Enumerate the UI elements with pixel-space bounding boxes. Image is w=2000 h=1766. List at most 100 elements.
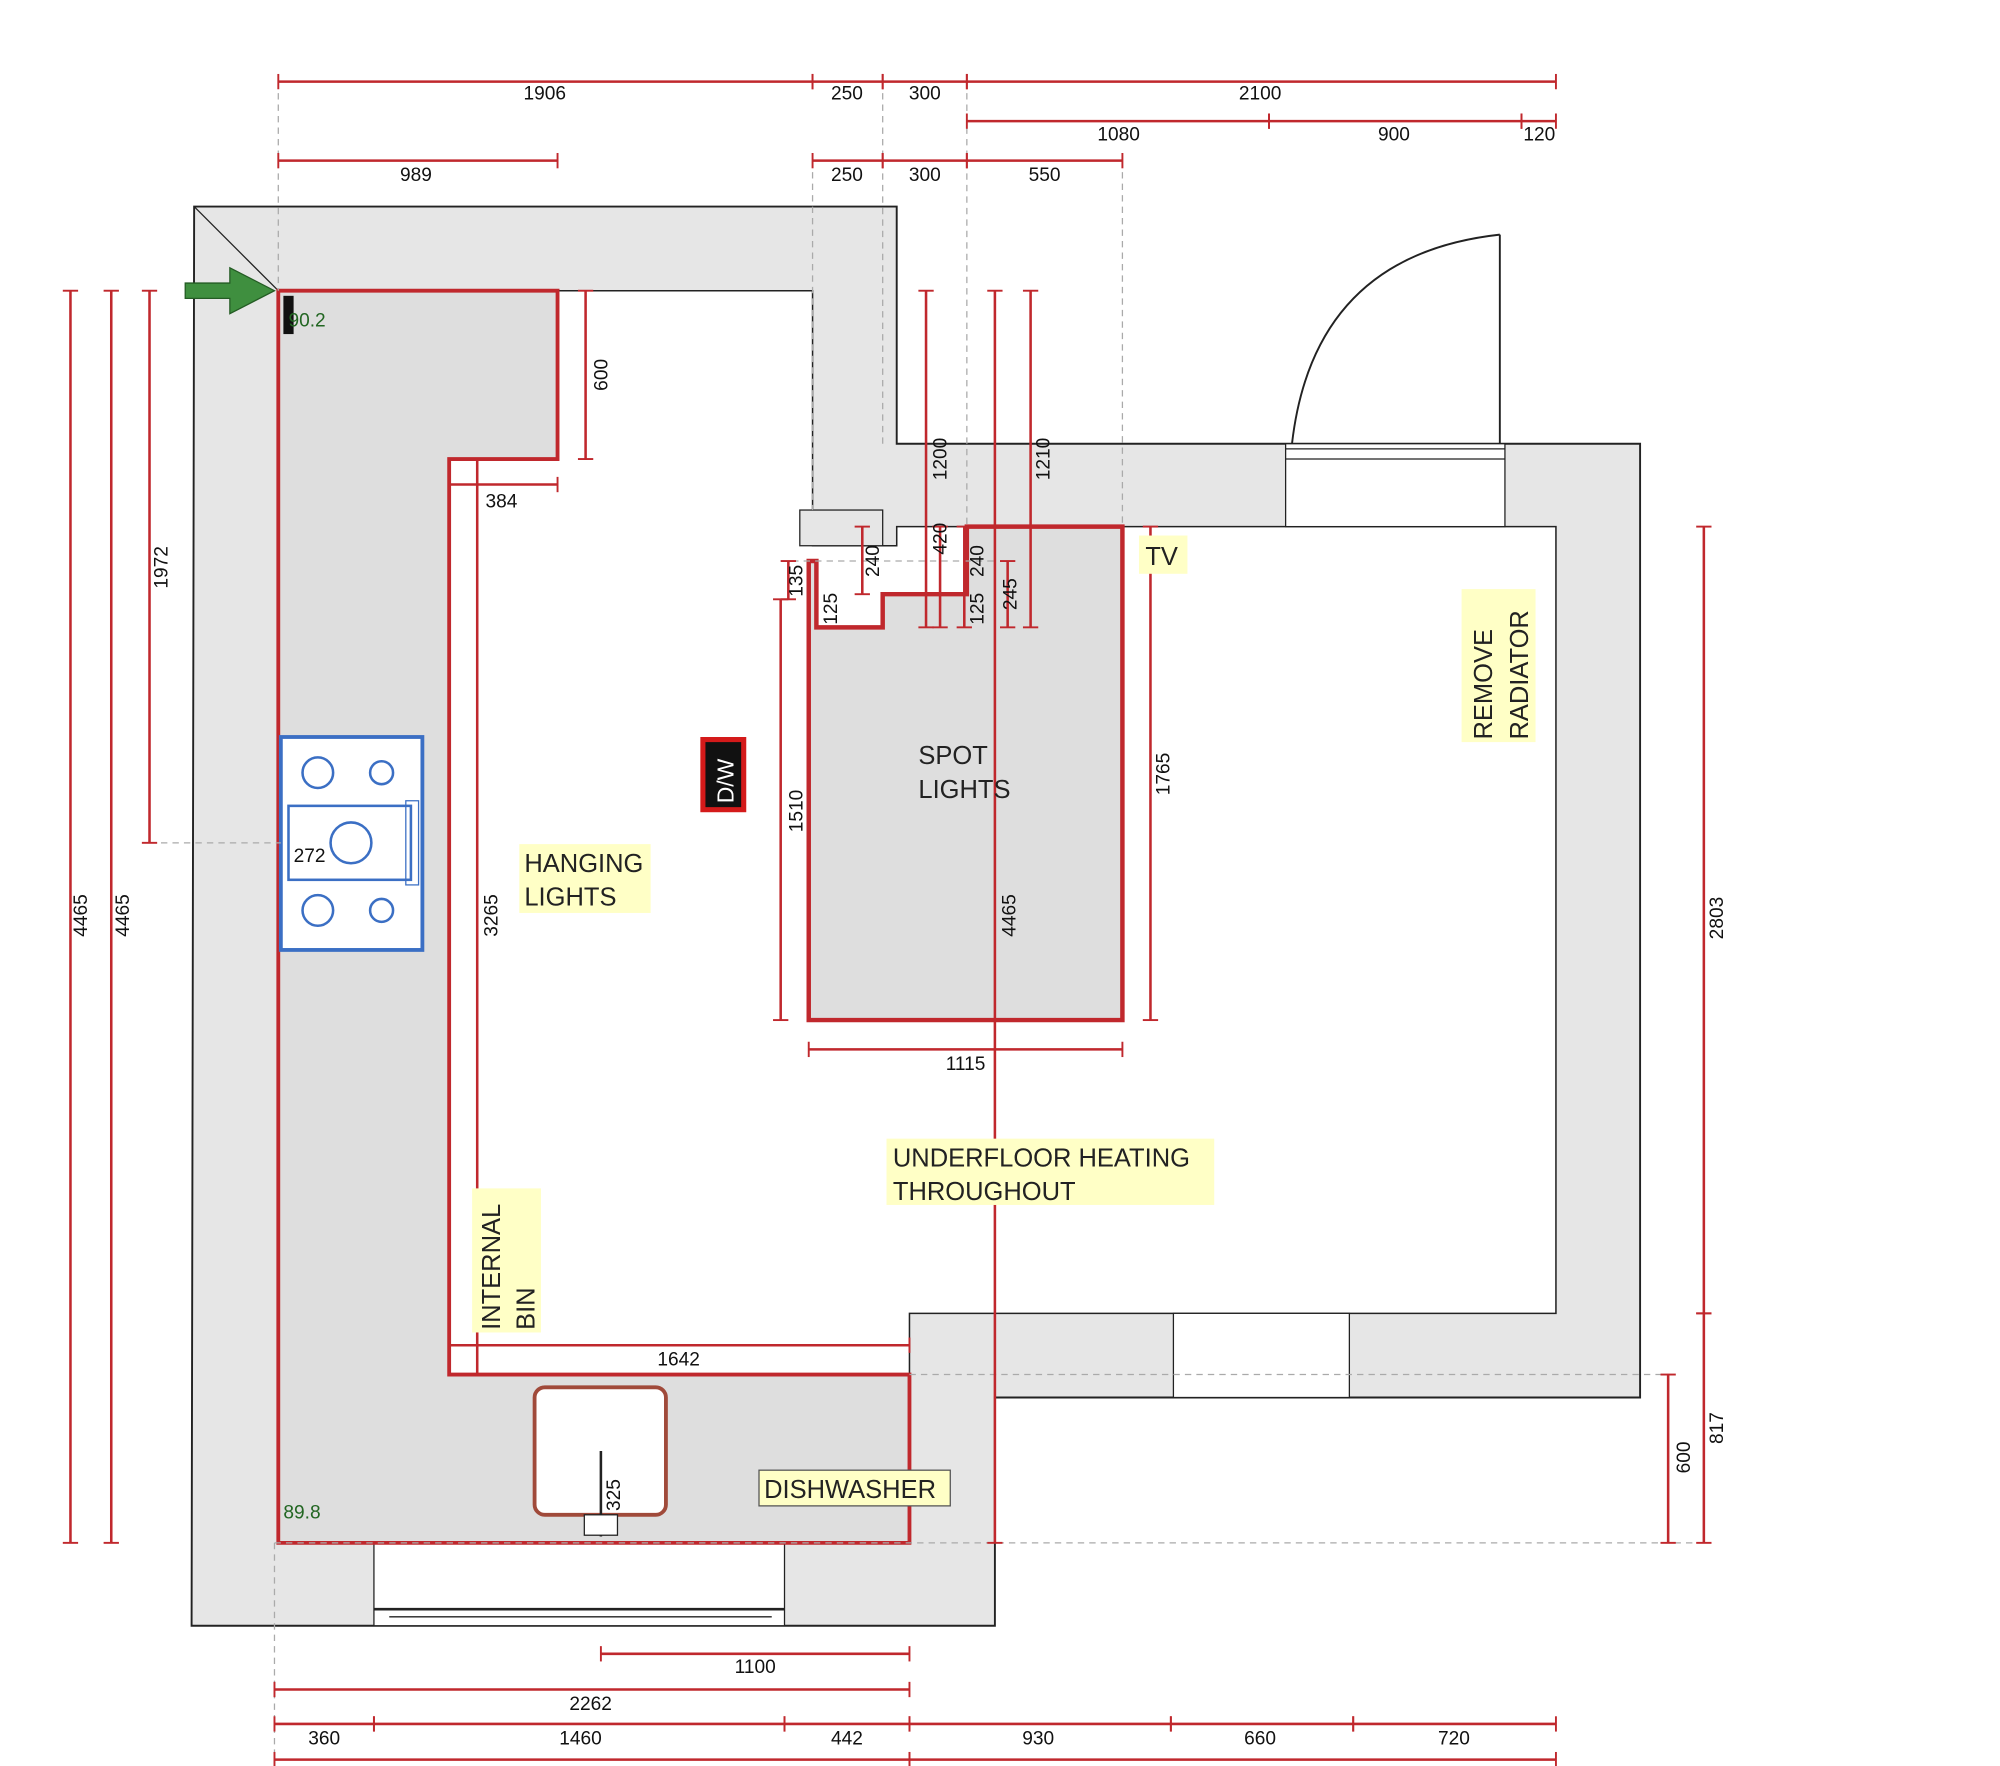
dimension [273,1751,911,1766]
underfloor-heating-line1: UNDERFLOOR HEATING [893,1145,1190,1173]
dimension [908,1751,1557,1766]
dimension-label: 1906 [524,83,567,104]
dimension-label: 240 [967,545,988,577]
dimension-label: 360 [308,1728,340,1749]
dimension-d_1115: 1115 [807,1041,1124,1075]
dimension-d_384: 384 [448,476,559,512]
right-opening [1172,1312,1351,1399]
dimension-top_900: 900 [1268,113,1523,145]
dw-label: D/W [713,758,739,803]
island-125-dim: 125 [821,593,842,625]
dimension-l_4465a: 4465 [62,289,92,1544]
island-135-dim: 135 [786,565,807,597]
underfloor-heating-note: UNDERFLOOR HEATING THROUGHOUT [886,1138,1215,1206]
island-125-dim: 125 [967,593,988,625]
dimension-label: 1510 [786,790,807,833]
dimension-label: 1080 [1097,124,1140,145]
hob-offset-dim: 272 [294,846,326,867]
dimension-b_930: 930 [908,1716,1172,1749]
sink-offset-dim: 325 [604,1479,625,1511]
dishwasher-marker: D/W [700,737,747,813]
dimension [932,525,948,629]
dimension-d_1210: 1210 [1022,289,1055,629]
dishwasher-label: DISHWASHER [764,1476,936,1504]
dimension-label: 1100 [735,1657,776,1678]
dimension-label: 930 [1022,1728,1054,1749]
internal-bin-note: INTERNAL BIN [472,1188,541,1333]
dimension-d_1765: 1765 [1142,525,1175,1022]
dimension-top_989: 989 [277,153,559,186]
dimension-label: 250 [831,83,863,104]
dimension-l_4465b: 4465 [103,289,134,1544]
dimension-label: 4465 [999,894,1020,937]
north-arrow-icon [184,266,276,315]
spot-lights-line2: LIGHTS [918,776,1010,804]
angle-top-left: 90.2 [288,310,325,331]
dimension-label: 3265 [482,894,503,937]
dimension-top2_550: 550 [965,153,1124,186]
dimension-l_1972: 1972 [141,289,172,844]
hanging-lights-note: HANGING LIGHTS [519,844,651,913]
dishwasher-note: DISHWASHER [758,1469,951,1507]
dimension-label: 989 [400,165,432,186]
dimension-top_250: 250 [811,73,884,104]
hanging-lights-line2: LIGHTS [524,883,616,911]
remove-radiator-line1: REMOVE [1470,629,1498,740]
dimension-r_817: 817 [1696,1312,1728,1544]
dimension-label: 1972 [151,546,172,589]
dimension-lines: 1906 250 300 2100 1080 900 120 989 250 300 550 384 1… [62,73,1728,1766]
dimension-label: 300 [909,83,941,104]
dimension-top_2100: 2100 [965,73,1557,104]
dimension-label: 720 [1438,1728,1470,1749]
underfloor-heating-line2: THROUGHOUT [893,1178,1076,1206]
sink [532,1385,668,1537]
corner-marker [283,295,294,335]
dimension-label: 900 [1378,124,1410,145]
dimension-label: 4465 [113,894,134,937]
tv-label: TV [1145,543,1178,571]
dimension [780,560,796,601]
dimension-label: 1200 [930,438,951,481]
dimension-label: 250 [831,165,863,186]
tv-note: TV [1138,535,1188,574]
dimension-b_1460: 1460 [372,1716,786,1749]
dimension-label: 817 [1707,1412,1728,1444]
dimension-label: 1460 [559,1728,602,1749]
dimension-label: 2803 [1707,897,1728,940]
top-opening [1284,443,1506,528]
dimension-label: 442 [831,1728,863,1749]
dimension-label: 2262 [569,1694,612,1715]
dimension-label: 550 [1029,165,1061,186]
dimension-label: 2100 [1239,83,1282,104]
dimension-top_120: 120 [1520,113,1557,145]
dimension-top_1906: 1906 [277,73,814,104]
hob [278,735,425,952]
remove-radiator-note: REMOVE RADIATOR [1461,589,1536,743]
corner-diagonal [193,206,279,292]
dimension-d_4465c: 4465 [987,289,1020,1544]
bottom-window [373,1542,786,1627]
dimension-d_240b: 240 [956,525,988,629]
dimension-label: 300 [909,165,941,186]
island-420-dim: 420 [930,523,951,555]
dimension-label: 240 [863,545,884,577]
dimension-label: 384 [485,491,517,512]
dimension-b_360: 360 [273,1716,375,1749]
remove-radiator-line2: RADIATOR [1506,610,1534,739]
dimension-label: 4465 [71,894,92,937]
dimension-d_240a: 240 [854,525,884,596]
angle-bottom-left: 89.8 [283,1503,320,1524]
dimension-b_660: 660 [1169,1716,1355,1749]
dimension-label: 245 [1001,578,1022,610]
wall-nib [799,509,884,547]
dimension-r_600: 600 [1660,1373,1695,1544]
dimension-top2_250: 250 [811,153,884,186]
dimension-label: 1642 [657,1350,700,1371]
dimension-label: 600 [591,359,612,391]
dimension-label: 1765 [1154,753,1175,796]
door-swing-arc [1291,233,1500,444]
dimension-label: 660 [1244,1728,1276,1749]
dimension-top_1080: 1080 [965,113,1271,145]
dimension-top_300: 300 [881,73,968,104]
